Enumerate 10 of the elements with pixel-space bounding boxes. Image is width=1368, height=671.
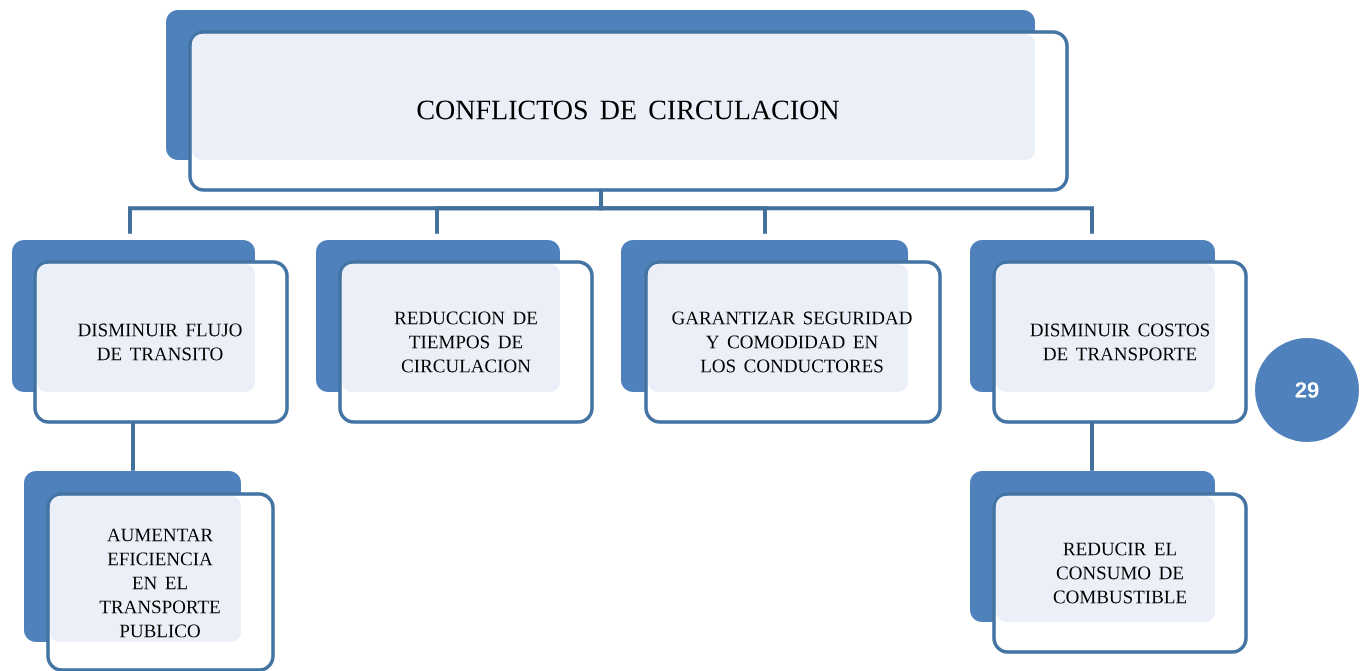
process-box: DISMINUIR COSTOS DE TRANSPORTE bbox=[970, 240, 1248, 424]
process-box: DISMINUIR FLUJO DE TRANSITO bbox=[12, 240, 289, 424]
connector-line bbox=[1090, 422, 1094, 471]
process-box: CONFLICTOS DE CIRCULACION bbox=[166, 10, 1069, 192]
process-box: GARANTIZAR SEGURIDAD Y COMODIDAD EN LOS CONDUCTORES bbox=[621, 240, 942, 424]
connector-line bbox=[131, 422, 135, 471]
connector-line bbox=[599, 190, 1094, 234]
process-box: AUMENTAR EFICIENCIA EN EL TRANSPORTE PUBLICO bbox=[24, 471, 275, 671]
process-box: REDUCCION DE TIEMPOS DE CIRCULACION bbox=[316, 240, 594, 424]
process-box: REDUCIR EL CONSUMO DE COMBUSTIBLE bbox=[970, 471, 1248, 654]
